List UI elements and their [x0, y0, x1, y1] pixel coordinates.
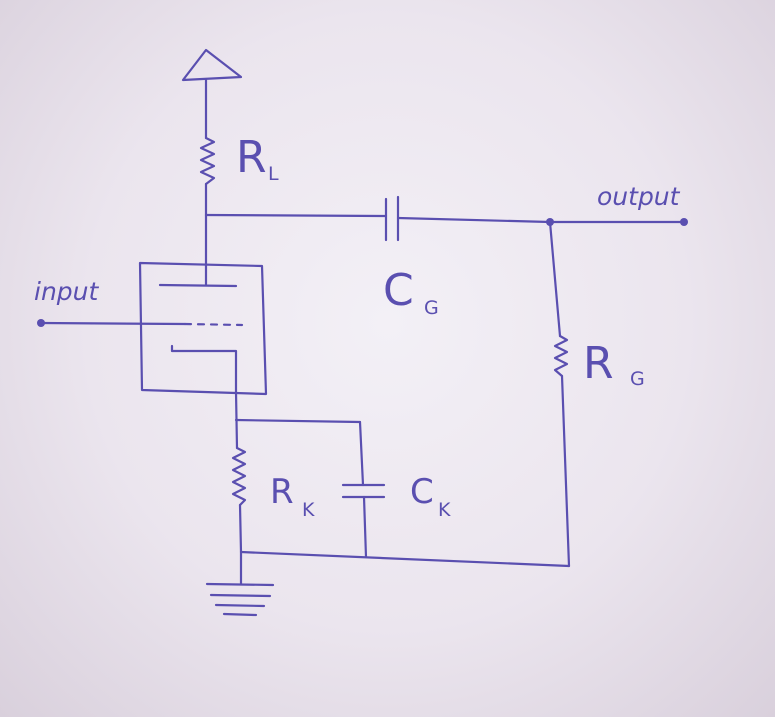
ground-icon — [205, 550, 275, 617]
capacitor-cg — [384, 195, 552, 242]
supply-triangle-icon — [181, 48, 243, 140]
label-rk-main: R — [270, 472, 294, 512]
label-ck-main: C — [410, 472, 434, 512]
label-rk-sub: K — [302, 499, 315, 521]
vacuum-tube — [138, 261, 268, 396]
label-rg-main: R — [583, 338, 614, 389]
wire-plate-to-cg — [204, 213, 388, 218]
resistor-rg — [548, 220, 571, 568]
wire-ck-top — [358, 420, 365, 487]
resistor-rk — [231, 446, 247, 554]
wire-cathode-branch — [234, 418, 362, 424]
label-input: input — [34, 277, 100, 306]
label-ck-sub: K — [438, 499, 451, 521]
capacitor-ck — [341, 483, 386, 559]
label-output: output — [597, 182, 681, 211]
wire-bottom — [239, 550, 571, 568]
output-terminal — [680, 218, 688, 226]
label-rg-sub: G — [630, 368, 645, 390]
label-cg-sub: G — [424, 297, 439, 319]
label-rl-main: R — [236, 132, 267, 183]
resistor-rl — [199, 136, 216, 217]
wire-input — [39, 321, 187, 326]
label-rl-sub: L — [268, 163, 279, 185]
label-cg-main: C — [383, 265, 414, 316]
